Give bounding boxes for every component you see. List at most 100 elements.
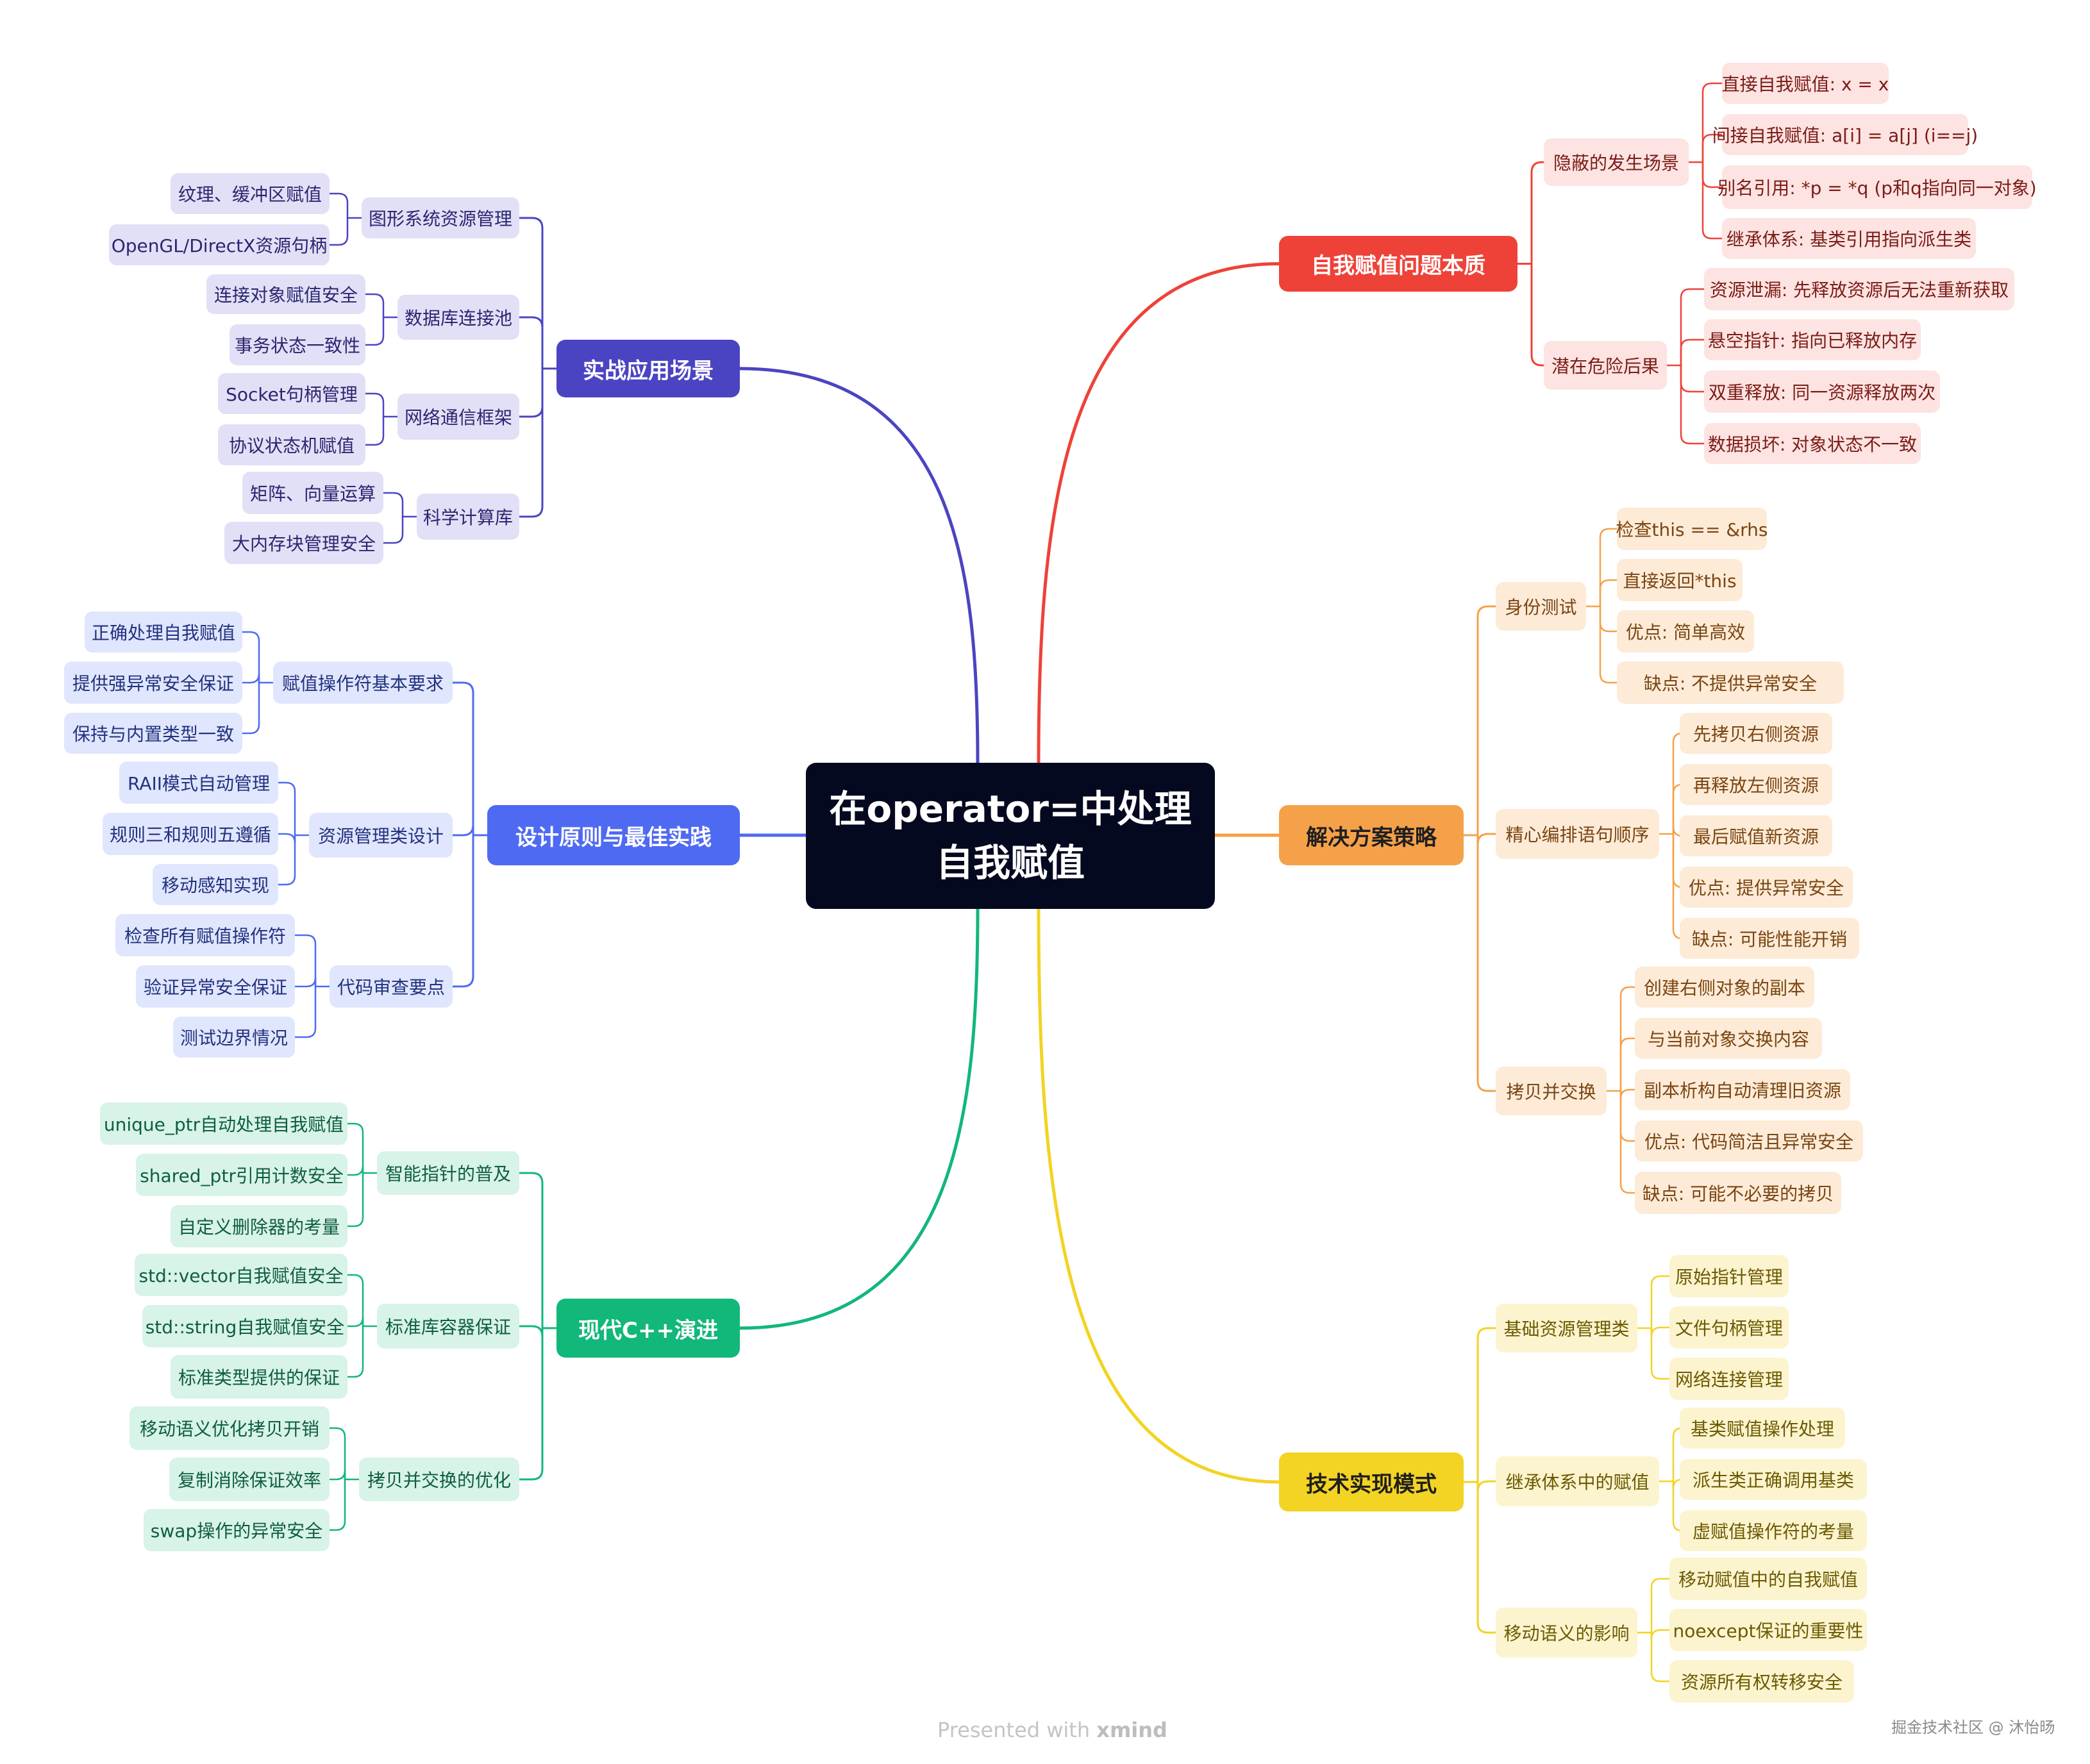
leaf-topic-2-1-1[interactable]: 检查this == &rhs <box>1616 508 1768 550</box>
leaf-topic-2-3-2-label: 与当前对象交换内容 <box>1647 1029 1809 1050</box>
leaf-topic-6-2-2[interactable]: std::string自我赋值安全 <box>142 1305 347 1347</box>
sub-topic-4-4[interactable]: 科学计算库 <box>417 494 519 540</box>
sub-topic-5-2[interactable]: 资源管理类设计 <box>309 813 453 858</box>
leaf-topic-5-1-1[interactable]: 正确处理自我赋值 <box>85 612 242 653</box>
connector-line <box>277 781 296 836</box>
sub-topic-2-2[interactable]: 精心编排语句顺序 <box>1496 809 1659 859</box>
sub-topic-4-2[interactable]: 数据库连接池 <box>397 295 519 340</box>
sub-topic-6-2[interactable]: 标准库容器保证 <box>377 1304 519 1349</box>
connector-line <box>241 681 260 735</box>
leaf-topic-5-1-3[interactable]: 保持与内置类型一致 <box>64 713 242 754</box>
main-topic-5[interactable]: 设计原则与最佳实践 <box>487 805 740 865</box>
sub-topic-2-1[interactable]: 身份测试 <box>1496 582 1586 631</box>
watermark: 掘金技术社区 @ 沐怡旸 <box>1891 1718 2055 1736</box>
sub-topic-3-3[interactable]: 移动语义的影响 <box>1496 1608 1637 1658</box>
leaf-topic-6-2-3[interactable]: 标准类型提供的保证 <box>171 1355 347 1399</box>
sub-topic-2-3[interactable]: 拷贝并交换 <box>1496 1067 1607 1115</box>
leaf-topic-2-1-3[interactable]: 优点: 简单高效 <box>1617 610 1754 653</box>
leaf-topic-6-1-3[interactable]: 自定义删除器的考量 <box>171 1205 347 1247</box>
leaf-topic-2-3-4[interactable]: 优点: 代码简洁且异常安全 <box>1635 1120 1863 1161</box>
sub-topic-4-1[interactable]: 图形系统资源管理 <box>362 197 519 238</box>
main-topic-3-label: 技术实现模式 <box>1306 1471 1437 1497</box>
leaf-topic-3-1-2[interactable]: 文件句柄管理 <box>1669 1306 1789 1349</box>
leaf-topic-2-3-5[interactable]: 缺点: 可能不必要的拷贝 <box>1635 1172 1841 1214</box>
connector-line <box>328 1470 346 1481</box>
sub-topic-1-2[interactable]: 潜在危险后果 <box>1544 341 1667 390</box>
leaf-topic-2-2-2[interactable]: 再释放左侧资源 <box>1680 764 1832 805</box>
sub-topic-6-1[interactable]: 智能指针的普及 <box>377 1151 519 1195</box>
connector-line <box>277 834 296 886</box>
leaf-topic-5-1-2[interactable]: 提供强异常安全保证 <box>64 662 242 704</box>
main-topic-6[interactable]: 现代C++演进 <box>556 1299 740 1358</box>
leaf-topic-6-3-2[interactable]: 复制消除保证效率 <box>169 1458 330 1501</box>
leaf-topic-3-2-3[interactable]: 虚赋值操作符的考量 <box>1680 1510 1867 1551</box>
leaf-topic-5-1-1-label: 正确处理自我赋值 <box>91 622 235 644</box>
sub-topic-1-1[interactable]: 隐蔽的发生场景 <box>1544 138 1689 186</box>
leaf-topic-2-3-3[interactable]: 副本析构自动清理旧资源 <box>1635 1069 1850 1110</box>
leaf-topic-1-2-2[interactable]: 悬空指针: 指向已释放内存 <box>1704 319 1921 360</box>
leaf-topic-1-2-1[interactable]: 资源泄漏: 先释放资源后无法重新获取 <box>1704 268 2014 310</box>
leaf-topic-6-1-1[interactable]: unique_ptr自动处理自我赋值 <box>100 1102 347 1145</box>
sub-topic-4-3[interactable]: 网络通信框架 <box>397 394 519 440</box>
main-topic-2[interactable]: 解决方案策略 <box>1279 805 1464 865</box>
leaf-topic-4-1-2[interactable]: OpenGL/DirectX资源句柄 <box>109 224 330 265</box>
leaf-topic-3-2-2[interactable]: 派生类正确调用基类 <box>1680 1459 1867 1500</box>
central-topic[interactable]: 在operator=中处理 自我赋值 <box>806 763 1215 909</box>
leaf-topic-3-2-1-label: 基类赋值操作处理 <box>1690 1419 1834 1440</box>
sub-topic-5-1[interactable]: 赋值操作符基本要求 <box>273 662 453 704</box>
leaf-topic-1-2-3[interactable]: 双重释放: 同一资源释放两次 <box>1704 370 1940 413</box>
leaf-topic-1-1-4[interactable]: 继承体系: 基类引用指向派生类 <box>1722 218 1976 259</box>
leaf-topic-4-2-1[interactable]: 连接对象赋值安全 <box>206 274 365 314</box>
leaf-topic-2-2-4[interactable]: 优点: 提供异常安全 <box>1680 867 1853 908</box>
leaf-topic-6-3-1[interactable]: 移动语义优化拷贝开销 <box>130 1406 330 1450</box>
leaf-topic-3-1-1[interactable]: 原始指针管理 <box>1669 1255 1789 1297</box>
leaf-topic-4-4-2[interactable]: 大内存块管理安全 <box>224 522 383 564</box>
leaf-topic-1-1-1[interactable]: 直接自我赋值: x = x <box>1722 63 1889 104</box>
leaf-topic-5-3-1[interactable]: 检查所有赋值操作符 <box>115 914 295 956</box>
sub-topic-3-2[interactable]: 继承体系中的赋值 <box>1496 1456 1659 1506</box>
leaf-topic-1-2-4[interactable]: 数据损坏: 对象状态不一致 <box>1704 423 1921 464</box>
leaf-topic-2-1-2[interactable]: 直接返回*this <box>1617 559 1743 601</box>
leaf-topic-6-2-1[interactable]: std::vector自我赋值安全 <box>135 1254 347 1296</box>
leaf-topic-4-4-1[interactable]: 矩阵、向量运算 <box>242 472 383 514</box>
sub-topic-3-3-label: 移动语义的影响 <box>1503 1623 1630 1644</box>
leaf-topic-2-2-3[interactable]: 最后赋值新资源 <box>1680 815 1832 856</box>
leaf-topic-2-2-1[interactable]: 先拷贝右侧资源 <box>1680 713 1832 754</box>
leaf-topic-2-2-5[interactable]: 缺点: 可能性能开销 <box>1680 918 1859 959</box>
connector-line <box>1619 1090 1636 1194</box>
leaf-topic-5-3-2[interactable]: 验证异常安全保证 <box>136 965 295 1008</box>
leaf-topic-4-1-1[interactable]: 纹理、缓冲区赋值 <box>171 173 330 214</box>
leaf-topic-4-3-2[interactable]: 协议状态机赋值 <box>218 424 365 465</box>
leaf-topic-1-2-3-label: 双重释放: 同一资源释放两次 <box>1708 382 1936 403</box>
main-topic-3[interactable]: 技术实现模式 <box>1279 1452 1464 1511</box>
leaf-topic-1-1-2[interactable]: 间接自我赋值: a[i] = a[j] (i==j) <box>1712 114 1978 155</box>
leaf-topic-1-2-4-label: 数据损坏: 对象状态不一致 <box>1707 434 1918 455</box>
leaf-topic-6-1-2[interactable]: shared_ptr引用计数安全 <box>136 1154 347 1196</box>
leaf-topic-4-2-1-label: 连接对象赋值安全 <box>213 285 358 306</box>
leaf-topic-5-2-2[interactable]: 规则三和规则五遵循 <box>103 813 278 855</box>
leaf-topic-2-1-4[interactable]: 缺点: 不提供异常安全 <box>1617 662 1844 704</box>
sub-topic-3-1[interactable]: 基础资源管理类 <box>1496 1304 1637 1352</box>
connector-line <box>1619 986 1636 1092</box>
leaf-topic-5-2-3[interactable]: 移动感知实现 <box>153 864 278 905</box>
main-topic-4[interactable]: 实战应用场景 <box>556 340 740 397</box>
leaf-topic-1-1-3-label: 别名引用: *p = *q (p和q指向同一对象) <box>1718 178 2037 199</box>
sub-topic-5-3[interactable]: 代码审查要点 <box>330 965 453 1008</box>
leaf-topic-2-3-1[interactable]: 创建右侧对象的副本 <box>1635 967 1814 1008</box>
leaf-topic-4-2-2[interactable]: 事务状态一致性 <box>230 324 365 365</box>
sub-topic-6-3[interactable]: 拷贝并交换的优化 <box>359 1458 519 1501</box>
leaf-topic-5-2-1[interactable]: RAII模式自动管理 <box>119 761 278 804</box>
leaf-topic-6-3-3[interactable]: swap操作的异常安全 <box>144 1509 330 1551</box>
leaf-topic-3-3-2[interactable]: noexcept保证的重要性 <box>1669 1609 1867 1651</box>
leaf-topic-3-3-1[interactable]: 移动赋值中的自我赋值 <box>1669 1558 1867 1600</box>
leaf-topic-2-3-2[interactable]: 与当前对象交换内容 <box>1635 1018 1822 1059</box>
main-topic-1[interactable]: 自我赋值问题本质 <box>1279 236 1517 292</box>
leaf-topic-6-3-2-label: 复制消除保证效率 <box>177 1470 321 1491</box>
connector-line <box>1680 364 1705 445</box>
leaf-topic-1-1-3[interactable]: 别名引用: *p = *q (p和q指向同一对象) <box>1718 165 2037 209</box>
leaf-topic-3-3-3[interactable]: 资源所有权转移安全 <box>1669 1660 1854 1702</box>
leaf-topic-4-3-1[interactable]: Socket句柄管理 <box>218 373 365 414</box>
leaf-topic-3-1-3[interactable]: 网络连接管理 <box>1669 1358 1789 1400</box>
leaf-topic-3-2-1[interactable]: 基类赋值操作处理 <box>1680 1408 1845 1449</box>
leaf-topic-5-3-3[interactable]: 测试边界情况 <box>173 1017 295 1058</box>
